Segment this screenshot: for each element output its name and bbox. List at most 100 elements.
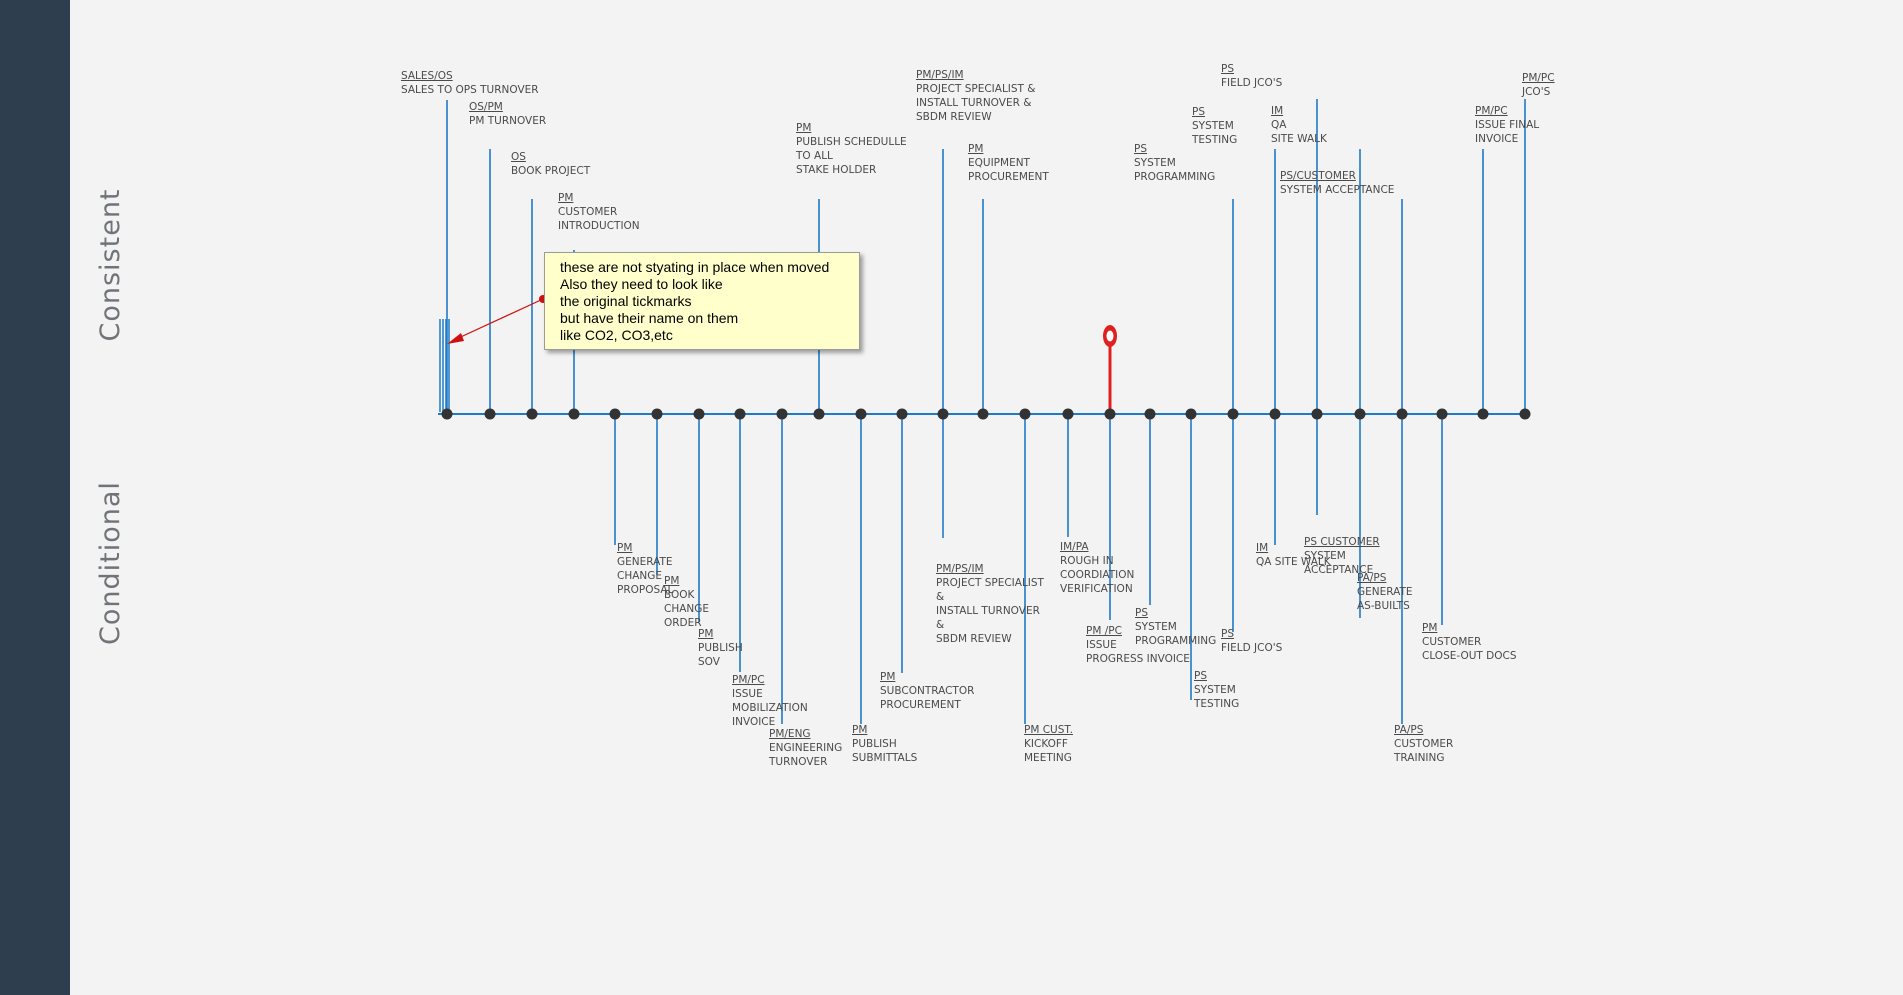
milestone-desc: ISSUE xyxy=(732,688,763,700)
milestone-label-top[interactable]: PS SYSTEM PROGRAMMING xyxy=(1134,142,1215,184)
milestone-role: OS/PM xyxy=(469,101,503,113)
milestone-role: PS xyxy=(1194,670,1207,682)
milestone-role: PS xyxy=(1192,106,1205,118)
timeline-node xyxy=(1269,408,1281,420)
milestone-desc: CLOSE-OUT DOCS xyxy=(1422,650,1517,662)
milestone-desc: COORDIATION xyxy=(1060,569,1135,581)
milestone-role: PS CUSTOMER xyxy=(1304,536,1380,548)
milestone-desc: SBDM REVIEW xyxy=(936,633,1012,645)
milestone-desc: SYSTEM xyxy=(1304,550,1346,562)
milestone-desc: JCO'S xyxy=(1522,86,1551,98)
milestone-desc: & xyxy=(936,619,945,631)
timeline-node xyxy=(1477,408,1489,420)
timeline-node xyxy=(441,408,453,420)
milestone-desc: KICKOFF xyxy=(1024,738,1068,750)
milestone-desc: ISSUE xyxy=(1086,639,1117,651)
milestone-desc: MOBILIZATION xyxy=(732,702,808,714)
milestone-role: PA/PS xyxy=(1357,572,1387,584)
comment-callout[interactable]: these are not styating in place when mov… xyxy=(544,252,860,350)
milestone-label-top[interactable]: OS BOOK PROJECT xyxy=(511,150,590,178)
milestone-role: PM/PS/IM xyxy=(936,563,984,575)
milestone-desc: PROGRESS INVOICE xyxy=(1086,653,1190,665)
timeline-node xyxy=(1062,408,1074,420)
milestone-desc: ACCEPTANCE xyxy=(1304,564,1374,576)
callout-line: like CO2, CO3,etc xyxy=(560,327,673,343)
callout-line: Also they need to look like xyxy=(560,276,723,292)
timeline-node xyxy=(484,408,496,420)
milestone-desc: QA SITE WALK xyxy=(1256,556,1331,568)
milestone-label-bottom[interactable]: PS CUSTOMER SYSTEM ACCEPTANCE xyxy=(1304,535,1380,577)
milestone-desc: PUBLISH xyxy=(852,738,897,750)
milestone-role: PS/CUSTOMER xyxy=(1280,170,1356,182)
callout-arrow-head xyxy=(447,333,464,344)
timeline-node xyxy=(1396,408,1408,420)
timeline-node xyxy=(813,408,825,420)
timeline-node xyxy=(937,408,949,420)
milestone-role: IM xyxy=(1271,105,1284,117)
milestone-desc: SUBCONTRACTOR xyxy=(880,685,975,697)
timeline-node xyxy=(693,408,705,420)
milestone-role: PM/PC xyxy=(1475,105,1508,117)
milestone-desc: GENERATE xyxy=(1357,586,1413,598)
left-sidebar xyxy=(0,0,70,995)
milestone-desc: STAKE HOLDER xyxy=(796,164,877,176)
milestone-desc: SYSTEM xyxy=(1192,120,1234,132)
milestone-desc: TESTING xyxy=(1194,698,1240,710)
milestone-desc: SYSTEM xyxy=(1134,157,1176,169)
timeline-node xyxy=(1019,408,1031,420)
milestone-desc: ENGINEERING xyxy=(769,742,843,754)
timeline-node xyxy=(526,408,538,420)
milestone-role: PM CUST. xyxy=(1024,724,1073,736)
milestone-desc: PROGRAMMING xyxy=(1134,171,1216,183)
milestone-desc: SBDM REVIEW xyxy=(916,111,992,123)
milestone-role: PS xyxy=(1221,63,1234,75)
milestone-desc: FIELD JCO'S xyxy=(1221,77,1283,89)
milestone-desc: SYSTEM xyxy=(1135,621,1177,633)
timeline-node xyxy=(1436,408,1448,420)
milestone-desc: TO ALL xyxy=(796,150,833,162)
milestone-role: PS xyxy=(1134,143,1147,155)
timeline-node xyxy=(734,408,746,420)
milestone-role: OS xyxy=(511,151,526,163)
milestone-label-top[interactable]: PS FIELD JCO'S xyxy=(1221,62,1282,90)
milestone-desc: FIELD JCO'S xyxy=(1221,642,1283,654)
timeline-node xyxy=(977,408,989,420)
milestone-desc: TRAINING xyxy=(1394,752,1445,764)
milestone-desc: SITE WALK xyxy=(1271,133,1327,145)
milestone-desc: BOOK PROJECT xyxy=(511,165,591,177)
callout-arrow xyxy=(451,298,544,342)
milestone-role: SALES/OS xyxy=(401,70,453,82)
timeline-node xyxy=(1185,408,1197,420)
milestone-desc: TURNOVER xyxy=(769,756,828,768)
